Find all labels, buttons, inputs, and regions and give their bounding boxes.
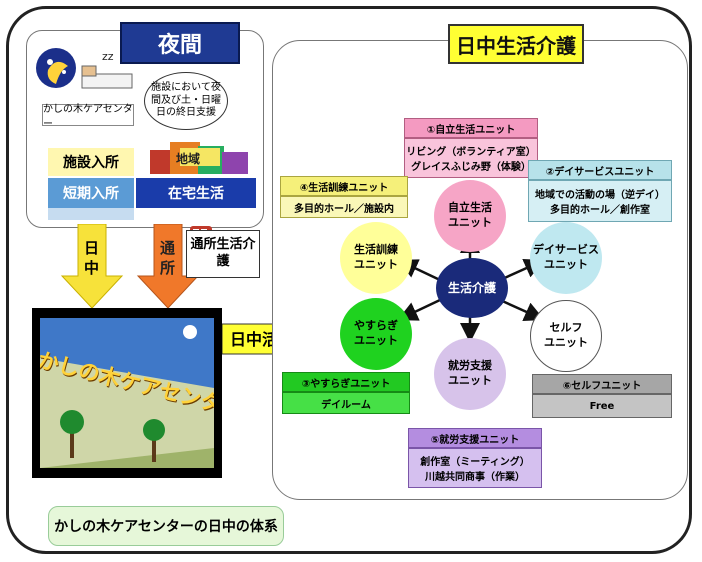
commute-arrow-label: 通所	[160, 239, 176, 277]
night-title: 夜間	[120, 22, 240, 64]
unit-self: ⑥セルフユニット Free	[532, 374, 672, 418]
unit-relaxation: ③やすらぎユニット デイルーム	[282, 372, 410, 414]
unit-independent-living: ①自立生活ユニット リビング（ボランティア室） グレイスふじみ野（体験）	[404, 118, 538, 178]
care-center-label: かしの木ケアセンター	[42, 104, 134, 130]
day-arrow-label: 日中	[84, 239, 100, 277]
unit-title: ①自立生活ユニット	[404, 118, 538, 138]
community-sign: 地域	[176, 152, 201, 166]
commute-care-label: 通所生活介護	[186, 230, 260, 278]
circle-day-service: デイサービス ユニット	[530, 222, 602, 294]
sleeping-person-illustration: zz	[36, 48, 133, 89]
unit-line: デイルーム	[321, 399, 371, 411]
unit-life-training: ④生活訓練ユニット 多目的ホール／施設内	[280, 176, 408, 218]
unit-title: ③やすらぎユニット	[282, 372, 410, 392]
unit-title: ④生活訓練ユニット	[280, 176, 408, 196]
community-houses-illustration	[150, 142, 248, 174]
commute-arrow	[136, 224, 200, 309]
circle-employment-support: 就労支援 ユニット	[434, 338, 506, 410]
circle-life-training: 生活訓練 ユニット	[340, 222, 412, 294]
circle-relaxation: やすらぎ ユニット	[340, 298, 412, 370]
night-support-bubble: 施設において夜間及び土・日曜日の終日支援	[144, 72, 228, 130]
svg-text:zz: zz	[102, 50, 114, 63]
circle-independent-living: 自立生活 ユニット	[434, 180, 506, 252]
care-center-photo: かしの木ケアセンター	[40, 318, 214, 468]
facility-residence: 施設入所	[48, 148, 134, 176]
day-title: 日中生活介護	[448, 24, 584, 64]
footer-caption: かしの木ケアセンターの日中の体系	[48, 506, 284, 546]
circle-self: セルフ ユニット	[530, 300, 602, 372]
home-life: 在宅生活	[136, 178, 256, 208]
unit-line: 創作室（ミーティング）	[420, 457, 530, 468]
base-strip	[48, 208, 134, 220]
unit-line: 地域での活動の場（逆デイ）	[535, 190, 665, 201]
unit-line: 多目的ホール／施設内	[294, 203, 394, 215]
outer-frame	[6, 6, 692, 554]
unit-title: ②デイサービスユニット	[528, 160, 672, 180]
unit-line: リビング（ボランティア室）	[406, 147, 536, 158]
short-stay: 短期入所	[48, 178, 134, 208]
unit-line: 多目的ホール／創作室	[550, 205, 650, 216]
unit-line: 川越共同商事（作業）	[425, 472, 525, 483]
day-arrow	[60, 224, 124, 309]
unit-employment-support: ⑤就労支援ユニット 創作室（ミーティング） 川越共同商事（作業）	[408, 428, 542, 488]
unit-title: ⑤就労支援ユニット	[408, 428, 542, 448]
unit-title: ⑥セルフユニット	[532, 374, 672, 394]
unit-day-service: ②デイサービスユニット 地域での活動の場（逆デイ） 多目的ホール／創作室	[528, 160, 672, 222]
unit-line: グレイスふじみ野（体験）	[411, 162, 531, 173]
unit-line: Free	[589, 400, 615, 412]
hub-circle: 生活介護	[436, 258, 508, 318]
